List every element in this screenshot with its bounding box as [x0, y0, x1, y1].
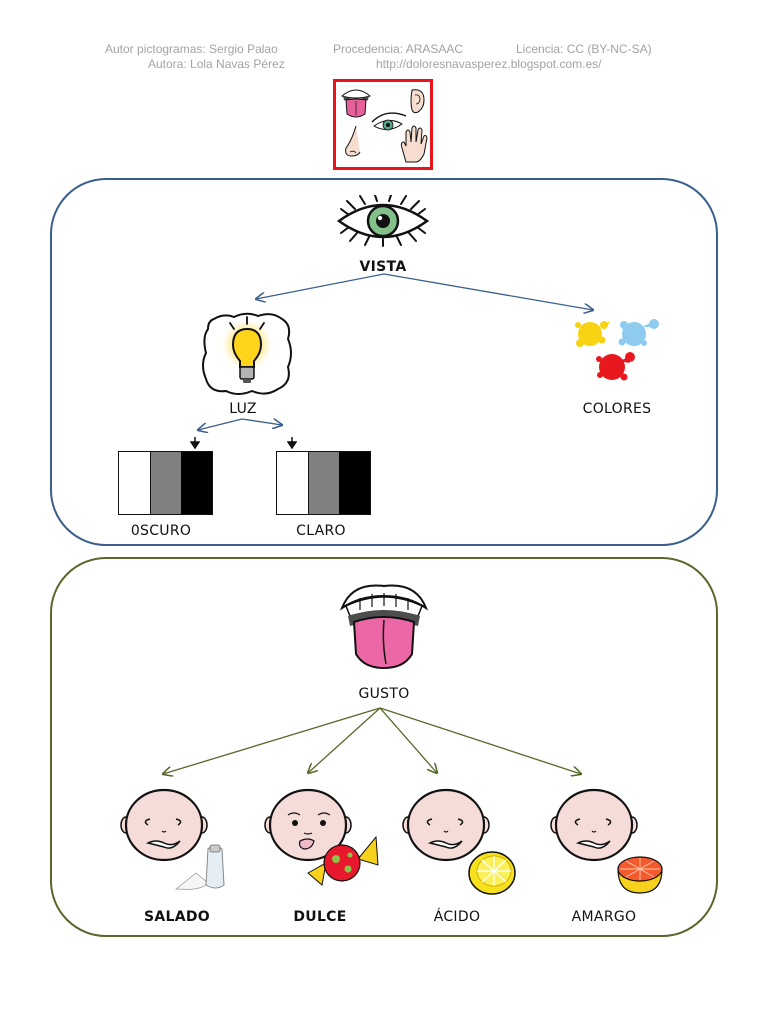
eye-small-icon [371, 112, 407, 131]
sour-face-icon [402, 788, 516, 895]
grayscale-light-icon [276, 451, 371, 515]
tongue-icon [339, 584, 429, 670]
splash-yellow [575, 321, 610, 347]
colores-label: COLORES [582, 401, 652, 417]
taste-label-dulce: DULCE [293, 909, 347, 925]
credit-source: Procedencia: ARASAAC [333, 42, 464, 56]
swatch-black [339, 452, 371, 514]
bitter-face-icon [550, 788, 663, 894]
swatch-white [119, 452, 151, 514]
claro-label: CLARO [296, 523, 346, 539]
luz-label: LUZ [229, 401, 257, 417]
five-senses-image [333, 79, 433, 170]
ear-icon [410, 89, 425, 114]
gusto-label: GUSTO [358, 686, 410, 702]
vista-section [50, 178, 718, 546]
lightbulb-icon [202, 312, 292, 395]
credit-url[interactable]: http://doloresnavasperez.blogspot.com.es… [376, 57, 602, 71]
splash-red [596, 352, 635, 381]
salty-face-icon [120, 788, 225, 890]
grayscale-dark-icon [118, 451, 213, 515]
credit-author-pictograms: Autor pictogramas: Sergio Palao [105, 42, 278, 56]
tongue-small-icon [340, 89, 372, 118]
hand-icon [400, 125, 428, 163]
down-arrow-marker-dark-icon [190, 437, 200, 449]
swatch-gray [150, 452, 182, 514]
nose-icon [345, 125, 361, 157]
swatch-gray [308, 452, 340, 514]
oscuro-label: 0SCURO [130, 523, 192, 539]
swatch-white [277, 452, 309, 514]
vista-label: VISTA [359, 259, 407, 275]
credit-author: Autora: Lola Navas Pérez [148, 57, 285, 71]
gusto-section [50, 557, 718, 937]
credit-license: Licencia: CC (BY-NC-SA) [516, 42, 652, 56]
five-senses-icon [340, 89, 428, 163]
swatch-black [181, 452, 213, 514]
eye-icon [336, 195, 430, 247]
down-arrow-marker-light-icon [287, 437, 297, 449]
splash-blue [618, 319, 659, 346]
sweet-face-icon [264, 788, 379, 886]
taste-label-acido: ÁCIDO [433, 909, 481, 925]
taste-label-amargo: AMARGO [571, 909, 637, 925]
taste-label-salado: SALADO [144, 909, 210, 925]
paint-splashes-icon [575, 319, 659, 381]
